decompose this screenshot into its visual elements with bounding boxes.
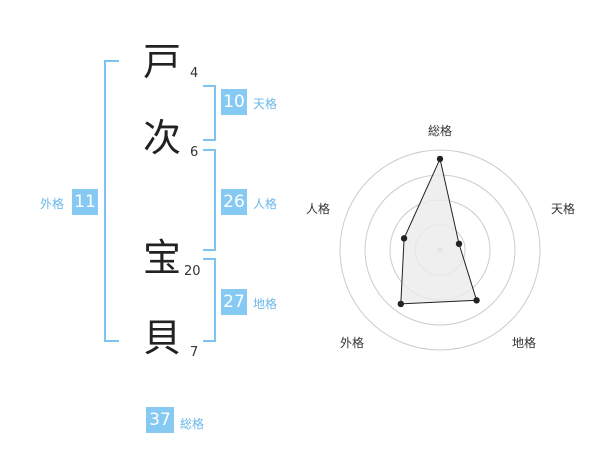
- radar-point-4: [397, 300, 405, 308]
- chikaku-bracket: [203, 258, 216, 342]
- name-char-2: 次: [142, 116, 181, 160]
- radar-point-3: [473, 297, 480, 304]
- chikaku-score: 27: [221, 289, 247, 315]
- soukaku-label: 総格: [180, 417, 205, 431]
- tenkaku-score: 10: [221, 89, 247, 115]
- name-char-4: 貝: [142, 316, 181, 360]
- name-char-3: 宝: [142, 236, 181, 280]
- radar-axis-label-soukaku: 総格: [428, 124, 453, 138]
- stroke-count-3: 20: [184, 264, 201, 279]
- radar-axis-label-tenkaku: 天格: [551, 202, 576, 216]
- tenkaku-bracket: [203, 85, 216, 141]
- chikaku-label: 地格: [253, 297, 278, 311]
- radar-point-1: [436, 155, 444, 163]
- gaikaku-bracket: [104, 60, 119, 342]
- radar-point-5: [400, 235, 408, 242]
- jinkaku-bracket: [203, 149, 216, 251]
- radar-point-2: [455, 240, 463, 248]
- radar-grid-ring: [339, 149, 541, 351]
- radar-series-area: [400, 157, 478, 305]
- gaikaku-label: 外格: [40, 197, 65, 211]
- jinkaku-label: 人格: [253, 197, 278, 211]
- radar-axis-label-gaikaku: 外格: [340, 336, 365, 350]
- soukaku-score: 37: [146, 407, 174, 433]
- stroke-count-2: 6: [190, 145, 199, 160]
- tenkaku-label: 天格: [253, 97, 278, 111]
- gaikaku-score: 11: [72, 189, 98, 215]
- jinkaku-score: 26: [221, 189, 247, 215]
- radar-axis-label-chikaku: 地格: [512, 336, 537, 350]
- stroke-count-4: 7: [190, 345, 199, 360]
- radar-axis-label-jinkaku: 人格: [306, 202, 331, 216]
- stroke-count-1: 4: [190, 66, 199, 81]
- name-char-1: 戸: [142, 40, 181, 84]
